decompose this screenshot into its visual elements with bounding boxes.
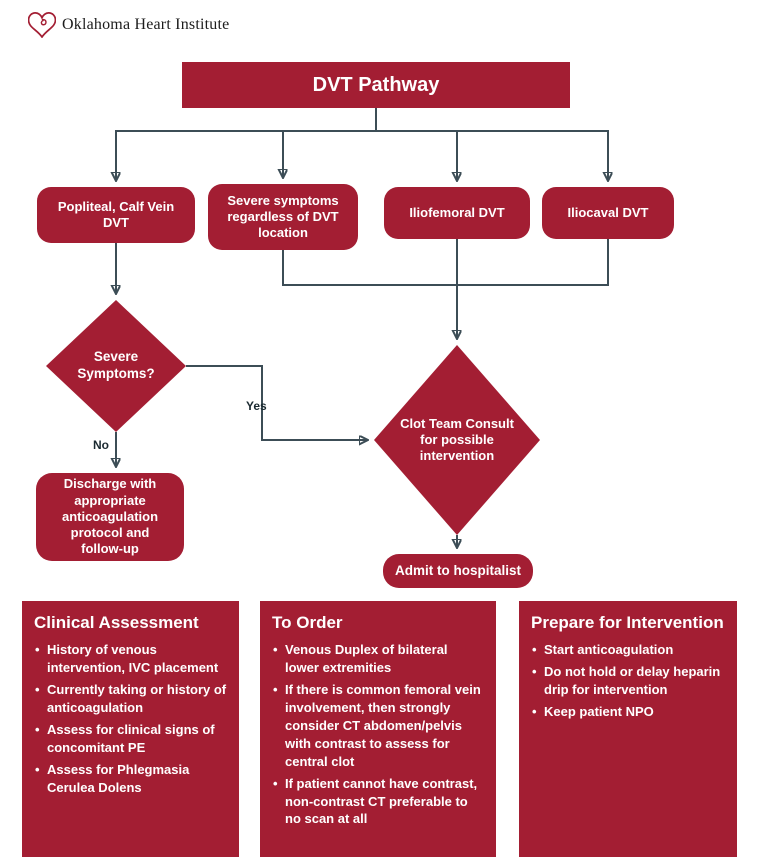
panel-title: Clinical Assessment [34,613,199,632]
decision-clot-team-consult: Clot Team Consult for possible intervent… [374,345,540,535]
flow-title: DVT Pathway [182,62,570,108]
edge-label-no: No [93,438,109,452]
decision-severe-symptoms: Severe Symptoms? [46,300,186,432]
panel-item: Venous Duplex of bilateral lower extremi… [272,641,484,677]
node-discharge: Discharge with appropriate anticoagulati… [36,473,184,561]
panel-item: Assess for clinical signs of concomitant… [34,721,227,757]
panel-item: Keep patient NPO [531,703,725,721]
panel-item: If there is common femoral vein involvem… [272,681,484,771]
branch-severe-symptoms: Severe symptoms regardless of DVT locati… [208,184,358,250]
panel-item: If patient cannot have contrast, non-con… [272,775,484,829]
panel-item: Start anticoagulation [531,641,725,659]
panel-title: Prepare for Intervention [531,613,724,632]
branch-iliofemoral-dvt: Iliofemoral DVT [384,187,530,239]
panel-clinical-assessment: Clinical Assessment History of venous in… [22,601,239,857]
node-admit-hospitalist: Admit to hospitalist [383,554,533,588]
heart-logo-icon [28,12,56,38]
panel-title: To Order [272,613,343,632]
panel-to-order: To Order Venous Duplex of bilateral lowe… [260,601,496,857]
edge-label-yes: Yes [246,399,267,413]
org-logo: Oklahoma Heart Institute [28,12,229,38]
org-name: Oklahoma Heart Institute [62,16,230,33]
panel-item: History of venous intervention, IVC plac… [34,641,227,677]
branch-popliteal-calf-vein-dvt: Popliteal, Calf Vein DVT [37,187,195,243]
panel-item: Currently taking or history of anticoagu… [34,681,227,717]
branch-iliocaval-dvt: Iliocaval DVT [542,187,674,239]
panel-prepare-intervention: Prepare for Intervention Start anticoagu… [519,601,737,857]
panel-item: Do not hold or delay heparin drip for in… [531,663,725,699]
panel-item: Assess for Phlegmasia Cerulea Dolens [34,761,227,797]
